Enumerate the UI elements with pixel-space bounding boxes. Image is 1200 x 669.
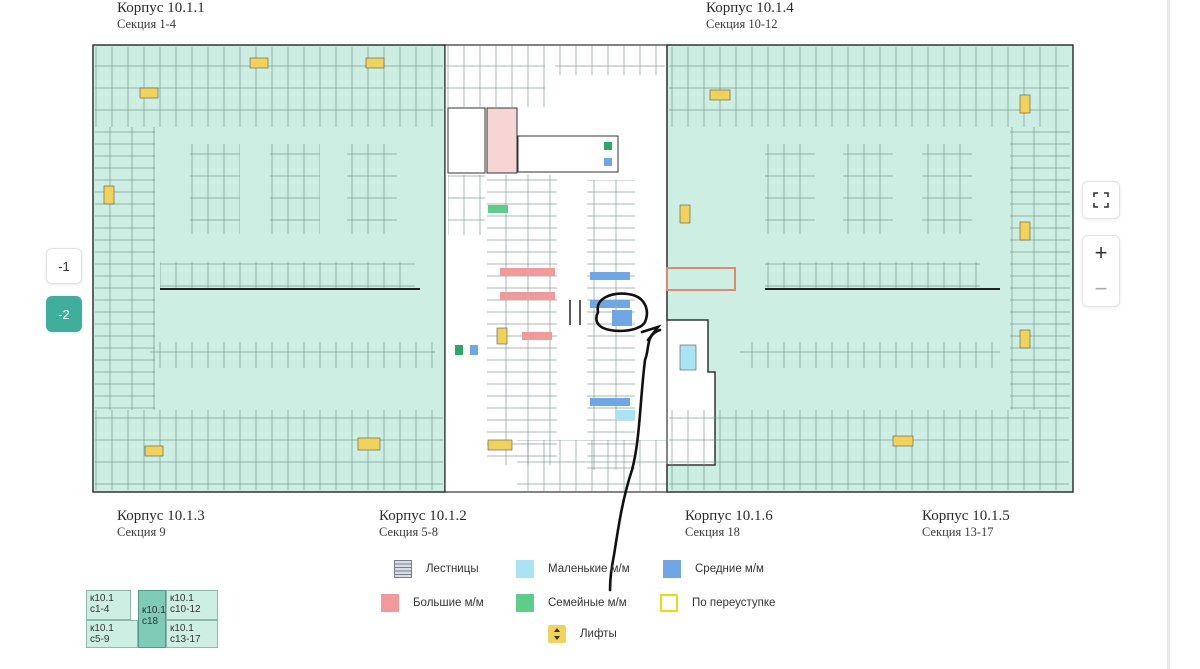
minimap-cell-label: к10.1 с10-12 (170, 593, 201, 615)
stairs-icon (394, 560, 412, 578)
fullscreen-icon (1093, 192, 1109, 208)
elevator-icon (548, 625, 566, 643)
legend-label: Семейные м/м (548, 597, 627, 609)
building-10-1-6-label: Корпус 10.1.6 Секция 18 (685, 508, 773, 540)
building-title: Корпус 10.1.3 (117, 508, 205, 524)
hand-drawn-annotation (595, 292, 662, 592)
fullscreen-button[interactable] (1082, 181, 1120, 219)
legend-family-spots: Семейные м/м (516, 594, 627, 612)
minimap-cell-k10-1-s1-4[interactable]: к10.1 с1-4 (86, 590, 131, 620)
minimap-cell-label: к10.1 с13-17 (170, 623, 201, 645)
floor-minus-1-button[interactable]: -1 (46, 248, 82, 284)
zoom-in-button[interactable]: + (1094, 240, 1108, 265)
left-wing[interactable] (92, 44, 446, 493)
legend-elevators: Лифты (548, 625, 617, 643)
minimap-cell-k10-1-s13-17[interactable]: к10.1 с13-17 (166, 620, 218, 648)
building-10-1-4-label: Корпус 10.1.4 Секция 10-12 (706, 0, 794, 32)
minimap-cell-label: к10.1 с1-4 (90, 593, 114, 615)
building-title: Корпус 10.1.5 (922, 508, 1010, 524)
minimap[interactable]: к10.1 с1-4 к10.1 с18 к10.1 с10-12 к10.1 … (86, 590, 218, 648)
building-sections: Секция 9 (117, 525, 166, 539)
floor-minus-2-button[interactable]: -2 (46, 296, 82, 332)
building-10-1-2-label: Корпус 10.1.2 Секция 5-8 (379, 508, 467, 540)
legend-label: По переуступке (692, 597, 776, 609)
building-title: Корпус 10.1.6 (685, 508, 773, 524)
small-spot-swatch (516, 560, 534, 578)
building-title: Корпус 10.1.4 (706, 0, 794, 16)
zoom-control[interactable]: + − (1082, 235, 1120, 307)
legend-large-spots: Большие м/м (381, 594, 484, 612)
medium-spot-swatch (663, 560, 681, 578)
legend-stairs: Лестницы (394, 560, 479, 578)
building-10-1-1-label: Корпус 10.1.1 Секция 1-4 (117, 0, 205, 32)
legend-small-spots: Маленькие м/м (516, 560, 630, 578)
building-title: Корпус 10.1.1 (117, 0, 205, 16)
family-spot-swatch (516, 594, 534, 612)
building-sections: Секция 18 (685, 525, 740, 539)
legend-label: Лифты (580, 628, 617, 640)
resale-swatch (660, 594, 678, 612)
legend-label: Маленькие м/м (548, 563, 630, 575)
legend-label: Средние м/м (695, 563, 764, 575)
large-spot-swatch (381, 594, 399, 612)
minimap-cell-k10-1-s5-9[interactable]: к10.1 с5-9 (86, 620, 138, 648)
minimap-cell-label: к10.1 с5-9 (90, 623, 114, 645)
legend-label: Лестницы (426, 563, 479, 575)
building-10-1-3-label: Корпус 10.1.3 Секция 9 (117, 508, 205, 540)
minimap-cell-k10-1-s18[interactable]: к10.1 с18 (138, 590, 166, 648)
building-sections: Секция 10-12 (706, 17, 778, 31)
legend-resale: По переуступке (660, 594, 775, 612)
legend-medium-spots: Средние м/м (663, 560, 764, 578)
building-10-1-5-label: Корпус 10.1.5 Секция 13-17 (922, 508, 1010, 540)
zoom-out-button[interactable]: − (1094, 276, 1108, 301)
minimap-cell-label: к10.1 с18 (142, 605, 166, 627)
page-edge (1167, 0, 1170, 669)
legend-label: Большие м/м (413, 597, 484, 609)
minimap-cell-k10-1-s10-12[interactable]: к10.1 с10-12 (166, 590, 218, 620)
building-sections: Секция 5-8 (379, 525, 439, 539)
building-title: Корпус 10.1.2 (379, 508, 467, 524)
central-block[interactable] (444, 44, 745, 493)
building-sections: Секция 13-17 (922, 525, 994, 539)
right-wing[interactable] (666, 44, 1074, 493)
building-sections: Секция 1-4 (117, 17, 177, 31)
